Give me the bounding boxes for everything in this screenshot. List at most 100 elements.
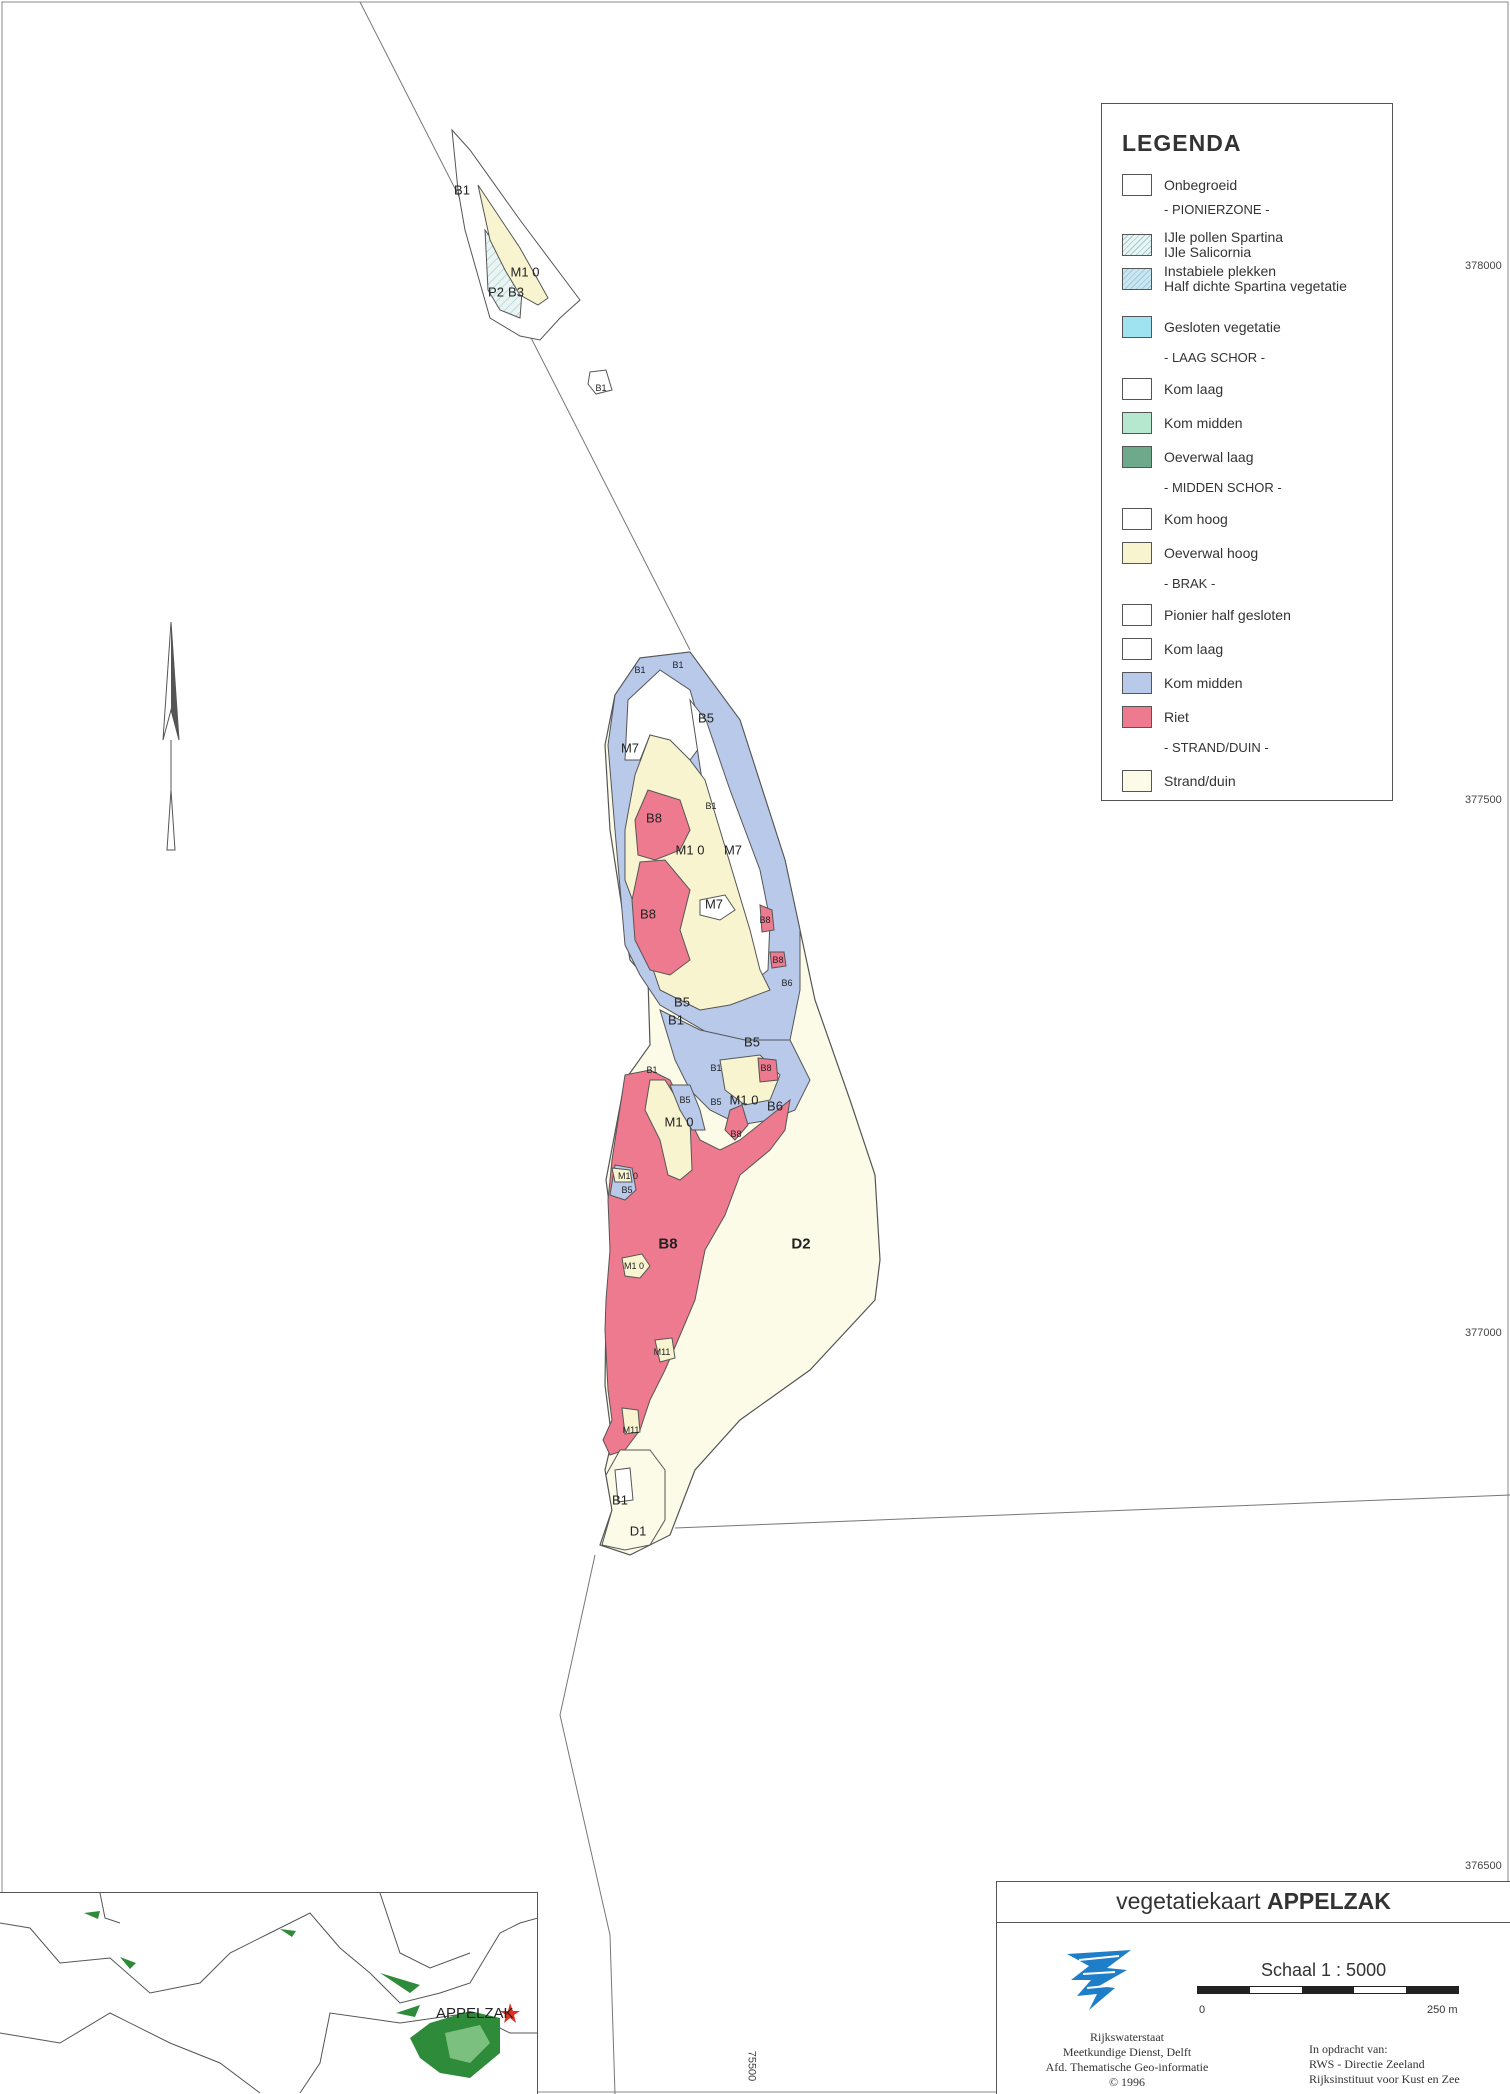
- client-line-1: In opdracht van:: [1309, 2042, 1388, 2056]
- map-unit-label: M1 0: [675, 842, 705, 858]
- map-unit-label: B1: [705, 801, 717, 811]
- legend-label: Pionier half gesloten: [1164, 606, 1291, 623]
- riet-small-2: [769, 951, 787, 969]
- map-unit-label: B3: [508, 284, 524, 300]
- legend-swatch: [1122, 412, 1152, 434]
- legend-swatch: [1122, 378, 1152, 400]
- coord-376500: 376500: [1465, 1860, 1502, 1872]
- coord-377000: 377000: [1465, 1327, 1502, 1339]
- legend-section-header: - STRAND/DUIN -: [1164, 740, 1269, 755]
- north-arrow-icon: [162, 621, 180, 851]
- coord-377500: 377500: [1465, 794, 1502, 806]
- org-line-3: Afd. Thematische Geo-informatie: [1045, 2060, 1209, 2074]
- client-line-2: RWS - Directie Zeeland: [1309, 2057, 1425, 2071]
- map-unit-label: B1: [672, 660, 684, 670]
- map-unit-label: B8: [658, 1235, 678, 1253]
- legend-label: Kom hoog: [1164, 510, 1228, 527]
- map-unit-label: D1: [629, 1523, 647, 1539]
- map-unit-label: B1: [668, 1012, 684, 1028]
- map-unit-label: B5: [674, 994, 690, 1010]
- client: In opdracht van: RWS - Directie Zeeland …: [1309, 2042, 1460, 2087]
- legend-item: Strand/duin: [1122, 770, 1236, 792]
- legend-label: Kom midden: [1164, 674, 1243, 691]
- legend-item: Kom midden: [1122, 672, 1243, 694]
- client-line-3: Rijksinstituut voor Kust en Zee: [1309, 2072, 1460, 2086]
- title-name: APPELZAK: [1266, 1888, 1391, 1914]
- legend-item: Gesloten vegetatie: [1122, 316, 1281, 338]
- legend-swatch: [1122, 174, 1152, 196]
- map-unit-label: B1: [710, 1063, 722, 1073]
- north-rock: [587, 369, 613, 395]
- map-unit-label: M7: [704, 896, 724, 912]
- boundary-line-east: [674, 1494, 1510, 1529]
- legend: LEGENDA Onbegroeid - PIONIERZONE - IJle po…: [1101, 103, 1393, 801]
- legend-swatch: [1122, 542, 1152, 564]
- legend-label: Onbegroeid: [1164, 176, 1238, 193]
- map-unit-label: B6: [781, 978, 793, 988]
- oeverwal-hoog-m11b: [621, 1407, 641, 1435]
- legend-label: Riet: [1164, 708, 1189, 725]
- legend-label: Strand/duin: [1164, 772, 1236, 789]
- map-unit-label: M1 0: [623, 1261, 645, 1271]
- north-islet-oeverwal: [477, 184, 549, 306]
- map-unit-label: B1: [646, 1065, 658, 1075]
- map-unit-label: B1: [454, 182, 470, 198]
- legend-item: Onbegroeid: [1122, 174, 1237, 196]
- north-islet: [451, 128, 581, 341]
- rijkswaterstaat-logo-icon: [1067, 1950, 1131, 2010]
- kom-hoog-m7: [699, 894, 736, 921]
- map-unit-label: B5: [710, 1097, 722, 1107]
- legend-label: Oeverwal hoog: [1164, 544, 1259, 561]
- inset-label: APPELZAK: [436, 2005, 514, 2022]
- map-title: vegetatiekaart APPELZAK: [997, 1888, 1510, 1915]
- title-block: vegetatiekaart APPELZAK Schaal 1 : 5000 …: [996, 1881, 1510, 2094]
- legend-swatch: [1122, 508, 1152, 530]
- map-unit-label: M11: [622, 1425, 640, 1435]
- oeverwal-hoog-m10: [621, 1253, 651, 1279]
- appelzak-location-star-icon: [500, 2003, 520, 2023]
- scale-label: Schaal 1 : 5000: [1261, 1960, 1387, 1980]
- riet-south-large: [602, 1069, 791, 1456]
- map-unit-label: M11: [653, 1347, 671, 1357]
- riet-small-1: [759, 904, 775, 933]
- legend-title: LEGENDA: [1122, 130, 1242, 156]
- map-unit-label: B8: [759, 915, 771, 925]
- map-unit-label: B8: [730, 1129, 742, 1139]
- map-unit-label: M1 0: [664, 1114, 694, 1130]
- legend-item: Kom laag: [1122, 638, 1223, 660]
- map-unit-label: M7: [620, 740, 640, 756]
- map-unit-label: M1 0: [617, 1171, 639, 1181]
- map-unit-label: M7: [723, 842, 743, 858]
- riet-small-3: [757, 1057, 779, 1083]
- legend-swatch: [1122, 706, 1152, 728]
- legend-swatch: [1122, 604, 1152, 626]
- inset-map-drawing: [0, 1893, 537, 2094]
- map-unit-label: M1 0: [510, 264, 540, 280]
- inset-map: APPELZAK: [0, 1892, 538, 2094]
- scale-start: 0: [1199, 2004, 1206, 2016]
- oeverwal-hoog-m11a: [654, 1337, 676, 1363]
- org-line-4: © 1996: [1108, 2075, 1146, 2089]
- oeverwal-hoog-west: [611, 1167, 633, 1183]
- map-unit-label: B8: [646, 810, 662, 826]
- legend-label: Oeverwal laag: [1164, 448, 1254, 465]
- legend-section-header: - PIONIERZONE -: [1164, 202, 1270, 217]
- riet-small-4: [724, 1104, 749, 1141]
- org-line-2: Meetkundige Dienst, Delft: [1062, 2045, 1192, 2059]
- map-unit-label: B8: [772, 955, 784, 965]
- map-unit-label: B5: [698, 710, 714, 726]
- legend-swatch: [1122, 316, 1152, 338]
- riet-north-1: [634, 789, 691, 861]
- legend-swatch: [1122, 234, 1152, 256]
- legend-swatch: [1122, 770, 1152, 792]
- legend-item: Oeverwal laag: [1122, 446, 1254, 468]
- legend-section-header: - MIDDEN SCHOR -: [1164, 480, 1282, 495]
- legend-item: Kom midden: [1122, 412, 1243, 434]
- map-unit-label: B6: [767, 1098, 783, 1114]
- legend-item: Kom hoog: [1122, 508, 1228, 530]
- map-unit-label: B8: [640, 906, 656, 922]
